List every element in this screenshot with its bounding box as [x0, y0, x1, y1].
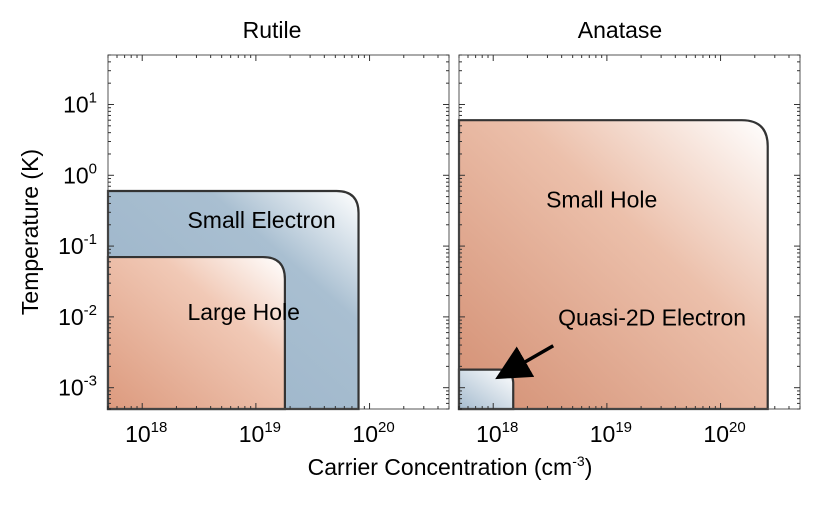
x-tick-label-exponent: 19: [264, 419, 281, 436]
label-large-hole: Large Hole: [187, 299, 300, 325]
panel-title-rutile: Rutile: [243, 17, 302, 43]
panel-rutile-frame: [107, 54, 450, 410]
x-axis-label-close: ): [585, 454, 593, 480]
y-axis-label: Temperature (K): [17, 149, 43, 315]
y-tick-label-base: 10: [58, 304, 84, 330]
panel-title-anatase: Anatase: [578, 17, 662, 43]
x-tick-label-exponent: 18: [151, 419, 168, 436]
x-tick-label-base: 10: [476, 421, 502, 447]
panel-anatase-ticks: [458, 54, 801, 410]
x-tick-label-exponent: 19: [615, 419, 632, 436]
panel-anatase: Small Hole Quasi-2D Electron: [457, 54, 801, 411]
x-axis-label-main: Carrier Concentration (cm: [308, 454, 573, 480]
y-tick-label: 10-2: [58, 302, 97, 330]
panel-rutile: Small Electron Large Hole: [106, 54, 450, 411]
panel-anatase-frame: [458, 54, 801, 410]
region-small-hole: [457, 119, 769, 411]
region-large-hole: [106, 255, 286, 411]
y-tick-label: 101: [63, 89, 97, 117]
y-tick-label-base: 10: [58, 233, 84, 259]
x-tick-label: 1018: [125, 419, 167, 447]
x-tick-label: 1020: [352, 419, 394, 447]
x-tick-label-base: 10: [352, 421, 378, 447]
x-tick-label-base: 10: [590, 421, 616, 447]
x-tick-label-exponent: 20: [729, 419, 746, 436]
x-tick-label: 1019: [239, 419, 281, 447]
panel-rutile-ticks: [107, 54, 450, 410]
region-quasi-2d-electron: [457, 368, 515, 411]
annotation-arrow: [495, 344, 555, 380]
y-tick-label: 10-1: [58, 231, 97, 259]
y-tick-label-exponent: 0: [89, 160, 97, 177]
x-tick-label-exponent: 18: [502, 419, 519, 436]
y-tick-label-exponent: -3: [84, 373, 97, 390]
y-tick-label: 10-3: [58, 373, 97, 401]
x-axis-label: Carrier Concentration (cm-3): [308, 453, 593, 480]
x-axis-label-exponent: -3: [572, 453, 585, 469]
label-small-hole: Small Hole: [546, 187, 657, 213]
x-tick-label-base: 10: [239, 421, 265, 447]
y-tick-label: 100: [63, 160, 97, 188]
x-tick-label-base: 10: [125, 421, 151, 447]
y-tick-label-exponent: 1: [89, 89, 97, 106]
x-tick-label: 1020: [703, 419, 745, 447]
x-tick-label: 1019: [590, 419, 632, 447]
x-tick-label-exponent: 20: [378, 419, 395, 436]
x-tick-label-base: 10: [703, 421, 729, 447]
y-tick-label-exponent: -2: [84, 302, 97, 319]
label-small-electron: Small Electron: [187, 207, 335, 233]
y-tick-label-base: 10: [58, 375, 84, 401]
x-tick-label: 1018: [476, 419, 518, 447]
label-quasi-2d-electron: Quasi-2D Electron: [558, 305, 746, 331]
y-tick-label-base: 10: [63, 91, 89, 117]
y-tick-label-exponent: -1: [84, 231, 97, 248]
y-tick-label-base: 10: [63, 162, 89, 188]
